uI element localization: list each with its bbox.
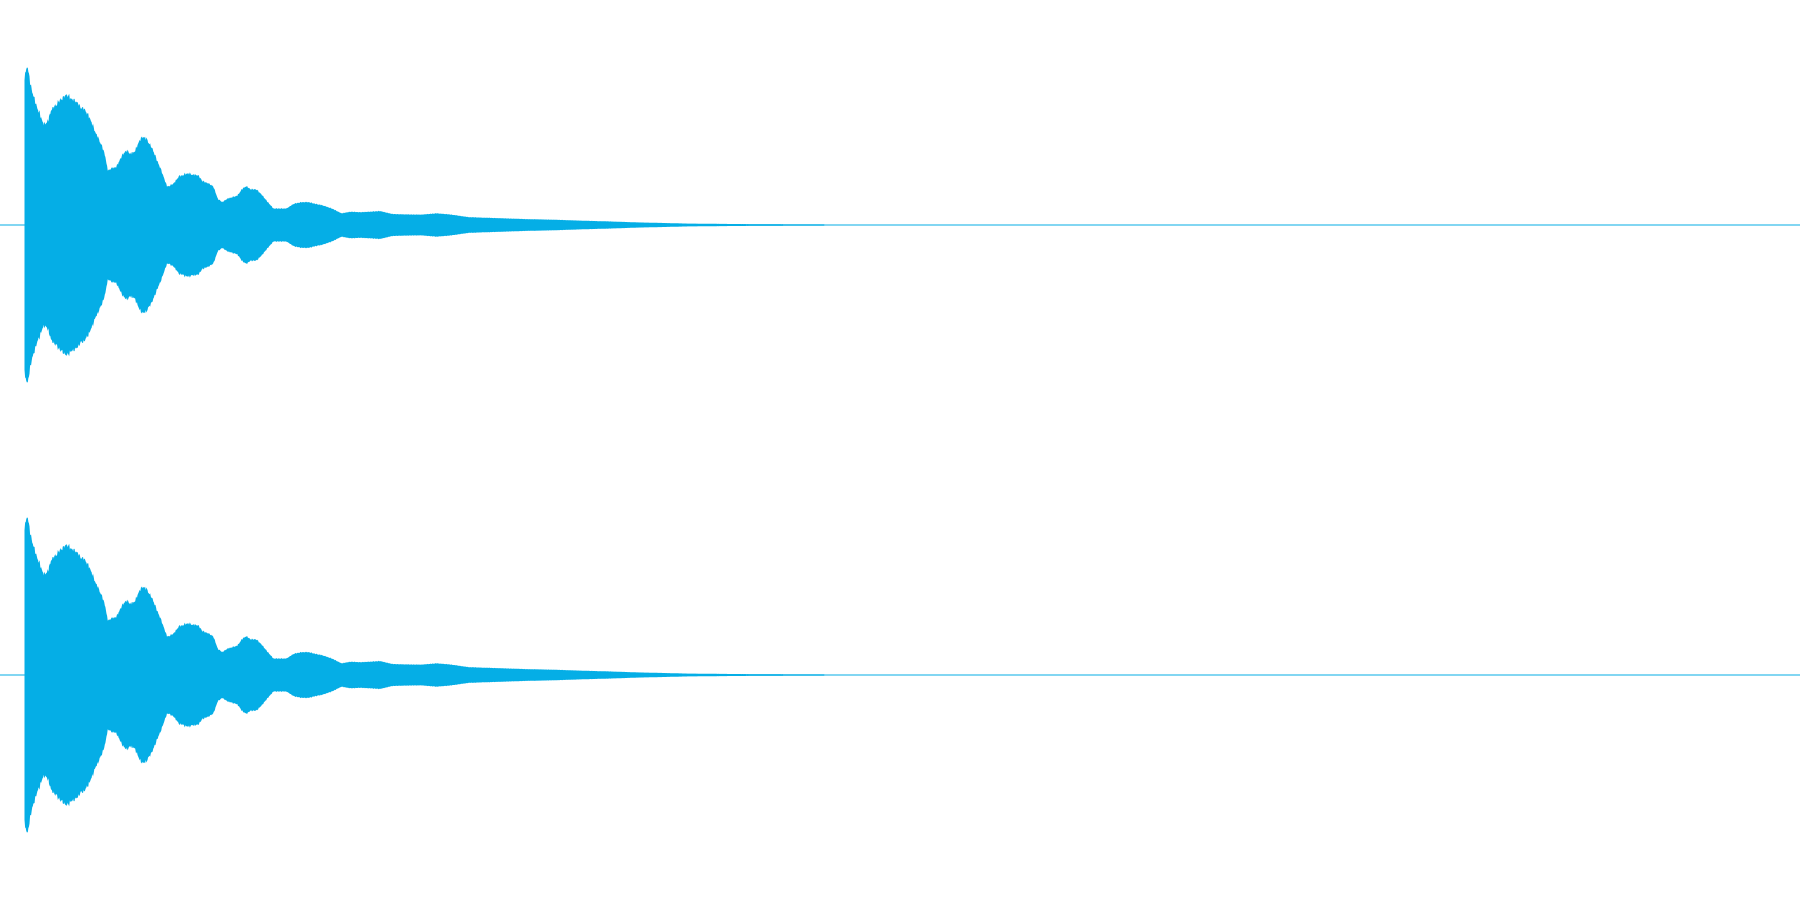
channel-1-waveform [24, 67, 825, 383]
channel-1 [0, 67, 1800, 383]
channel-2-waveform [24, 517, 825, 833]
channel-2 [0, 517, 1800, 833]
channels-layer [0, 67, 1800, 833]
